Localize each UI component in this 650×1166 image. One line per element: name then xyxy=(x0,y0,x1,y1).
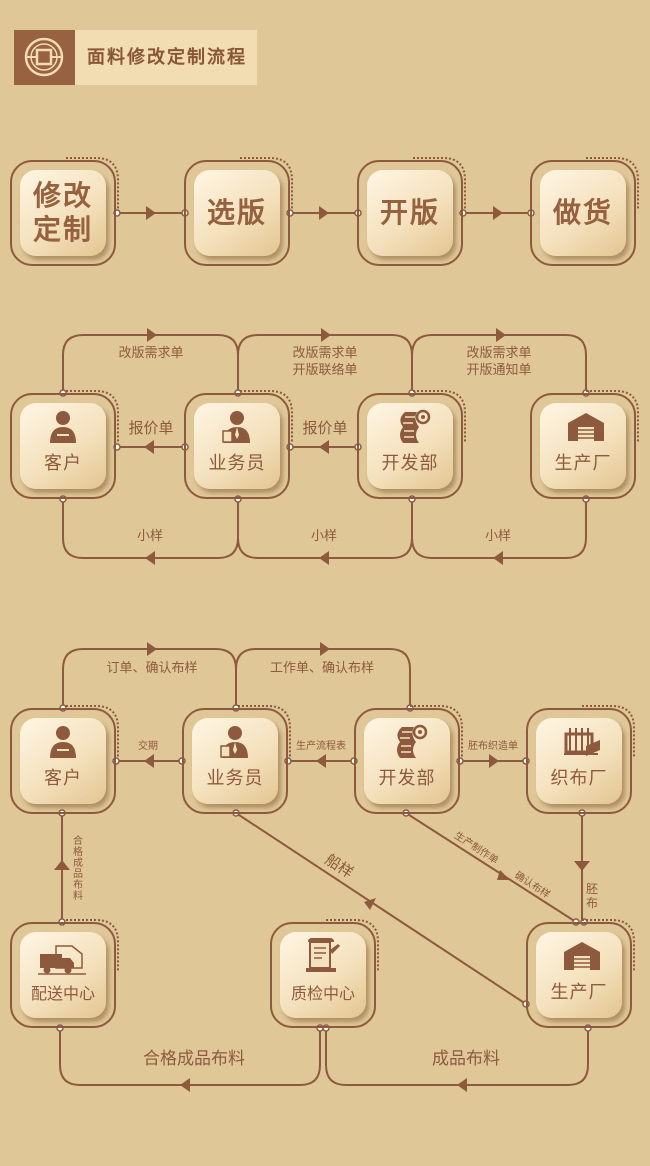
node-label: 开发部 xyxy=(381,453,439,474)
node-salesperson-2: 业务员 xyxy=(182,708,288,814)
node-salesperson: 业务员 xyxy=(184,393,290,499)
salesperson-icon xyxy=(220,726,248,758)
node-delivery-center: 配送中心 xyxy=(10,922,116,1028)
node-label: 业务员 xyxy=(206,768,264,789)
edge-label-r3-mid-2: 生产流程表 xyxy=(296,741,346,752)
node-development: 开发部 xyxy=(357,393,463,499)
step-select-sample: 选版 xyxy=(184,160,290,266)
factory-icon xyxy=(564,942,600,970)
node-weaving-mill: 织布厂 xyxy=(526,708,632,814)
customer-icon xyxy=(50,411,76,443)
coin-icon xyxy=(14,30,75,85)
node-development-2: 开发部 xyxy=(354,708,460,814)
edge-label-grey-fabric: 胚布 xyxy=(585,882,598,910)
salesperson-icon xyxy=(222,411,250,443)
delivery-truck-icon xyxy=(38,945,86,975)
edge-label-r2-bot-3: 小样 xyxy=(484,529,511,544)
step-modify-customize: 修改 定制 xyxy=(10,160,116,266)
edge-label-r3-mid-3: 胚布织造单 xyxy=(468,741,518,752)
step-label: 选版 xyxy=(206,196,267,229)
edge-label-r2-bot-1: 小样 xyxy=(136,529,163,544)
customer-icon xyxy=(50,726,76,758)
node-label: 配送中心 xyxy=(30,984,95,1003)
inspection-icon xyxy=(306,938,340,972)
edge-label-qualified-fabric-vertical: 合格成品布料 xyxy=(73,836,83,902)
step-open-sample: 开版 xyxy=(357,160,463,266)
loom-icon xyxy=(564,728,600,756)
node-customer-2: 客户 xyxy=(10,708,116,814)
edge-label-r3-bot-2: 成品布料 xyxy=(432,1049,500,1069)
edge-label-r3-top-1: 订单、确认布样 xyxy=(106,661,198,676)
step-label: 修改 定制 xyxy=(32,179,93,246)
node-factory: 生产厂 xyxy=(530,393,636,499)
node-label: 客户 xyxy=(44,768,82,789)
step-label: 做货 xyxy=(552,196,613,229)
node-label: 生产厂 xyxy=(554,453,612,474)
factory-icon xyxy=(568,413,604,441)
edge-label-r2-bot-2: 小样 xyxy=(310,529,337,544)
edge-label-r3-top-2: 工作单、确认布样 xyxy=(269,661,374,676)
edge-label-r3-bot-1: 合格成品布料 xyxy=(143,1049,245,1069)
fabric-roll-icon xyxy=(397,724,428,758)
node-label: 业务员 xyxy=(208,453,266,474)
step-label: 开版 xyxy=(379,196,440,229)
header-banner: 面料修改定制流程 xyxy=(14,30,257,85)
connector-r2-top-1 xyxy=(62,334,239,393)
connector-r3-top-2 xyxy=(235,648,411,708)
node-customer: 客户 xyxy=(10,393,116,499)
node-label: 织布厂 xyxy=(550,768,608,789)
connector-dev-factory xyxy=(405,812,577,923)
edge-label-r2-mid-2: 报价单 xyxy=(302,419,348,437)
fabric-roll-icon xyxy=(400,409,431,443)
step-production: 做货 xyxy=(530,160,636,266)
connector-r3-top-1 xyxy=(62,648,237,708)
connector-sales-factory xyxy=(235,812,527,1005)
node-label: 生产厂 xyxy=(550,982,608,1003)
edge-label-r2-top-2: 改版需求单 开版联络单 xyxy=(292,346,358,378)
node-label: 客户 xyxy=(44,453,82,474)
node-label: 质检中心 xyxy=(290,984,355,1003)
node-factory-2: 生产厂 xyxy=(526,922,632,1028)
edge-label-r2-top-3: 改版需求单 开版通知单 xyxy=(466,346,532,378)
node-quality-inspection: 质检中心 xyxy=(270,922,376,1028)
edge-label-r2-mid-1: 报价单 xyxy=(128,419,174,437)
edge-label-r3-mid-1: 交期 xyxy=(138,741,158,752)
edge-label-r2-top-1: 改版需求单 xyxy=(118,346,184,361)
page-title: 面料修改定制流程 xyxy=(87,47,247,68)
node-label: 开发部 xyxy=(378,768,436,789)
